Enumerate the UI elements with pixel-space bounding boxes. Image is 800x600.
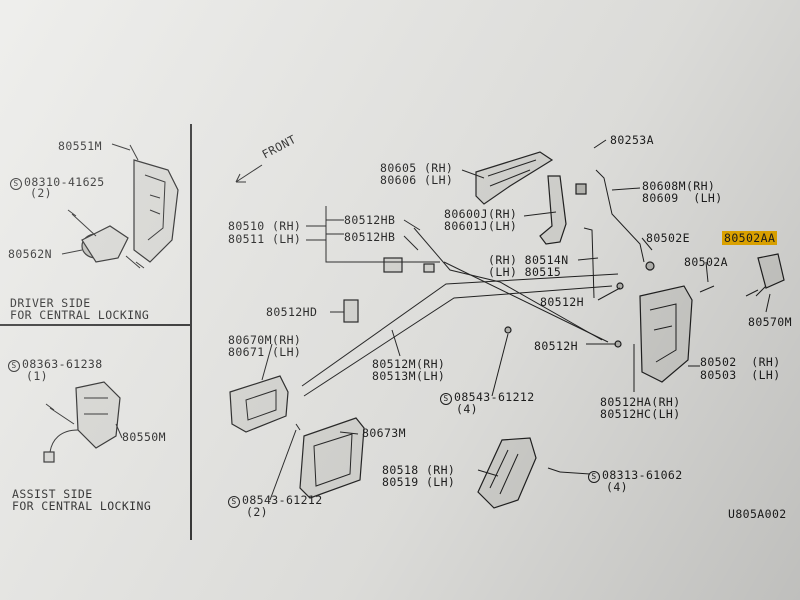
door-lock-icon [639, 261, 693, 383]
label-80511: 80511 (LH) [228, 232, 302, 246]
label-80671: 80671 (LH) [228, 345, 302, 359]
assist-actuator-icon [43, 381, 123, 463]
screw-mark-icon: S [10, 178, 22, 190]
driver-actuator-icon [67, 144, 179, 269]
label-08543-a-qty: (4) [456, 402, 478, 416]
label-80519: 80519 (LH) [382, 475, 456, 489]
label-80518: 80518 (RH) [382, 463, 456, 477]
label-80512m: 80512M(RH) [372, 357, 446, 371]
diagram-code: U805A002 [728, 507, 787, 521]
assist-side-title: ASSIST SIDE [12, 487, 93, 501]
inside-handle-icon [229, 375, 289, 433]
rod-80512m [301, 273, 619, 387]
label-80502a: 80502A [684, 255, 728, 269]
screw-mark-icon: S [440, 393, 452, 405]
label-80608m: 80608M(RH) [642, 179, 716, 193]
label-08310-qty: (2) [30, 186, 52, 200]
label-80512hb-1: 80512HB [344, 213, 396, 227]
clip-80512hd [343, 299, 359, 323]
handle-frame-icon [477, 437, 561, 509]
screw-mark-icon: S [228, 496, 240, 508]
label-80606: 80606 (LH) [380, 173, 454, 187]
label-80601j: 80601J(LH) [444, 219, 518, 233]
label-80550m: 80550M [122, 430, 166, 444]
label-80515: (LH) 80515 [488, 265, 562, 279]
label-80512ha: 80512HA(RH) [600, 395, 681, 409]
label-80673m: 80673M [362, 426, 406, 440]
label-80562n: 80562N [8, 247, 52, 261]
screw-mark-icon: S [8, 360, 20, 372]
label-80670m: 80670M(RH) [228, 333, 302, 347]
clip-80512hb [383, 257, 403, 273]
outside-handle-icon [475, 151, 554, 205]
handle-bracket-icon [539, 175, 567, 245]
front-arrow-icon [235, 164, 263, 183]
label-80600j: 80600J(RH) [444, 207, 518, 221]
label-80512hb-2: 80512HB [344, 230, 396, 244]
assist-side-subtitle: FOR CENTRAL LOCKING [12, 499, 152, 513]
label-80514n: (RH) 80514N [488, 253, 569, 267]
label-80512hc: 80512HC(LH) [600, 407, 681, 421]
driver-side-subtitle: FOR CENTRAL LOCKING [10, 308, 150, 322]
label-08363-qty: (1) [26, 369, 48, 383]
divider-vertical [190, 124, 192, 540]
divider-horizontal [0, 324, 190, 326]
label-80609: 80609 (LH) [642, 191, 723, 205]
label-80503: 80503 (LH) [700, 368, 781, 382]
driver-side-title: DRIVER SIDE [10, 296, 91, 310]
rod-80608m [595, 169, 645, 263]
screw-mark-icon: S [588, 471, 600, 483]
label-80551m: 80551M [58, 139, 102, 153]
label-80512h-2: 80512H [534, 339, 578, 353]
label-80512h-1: 80512H [540, 295, 584, 309]
label-80253a: 80253A [610, 133, 654, 147]
label-80502: 80502 (RH) [700, 355, 781, 369]
label-80570m: 80570M [748, 315, 792, 329]
escutcheon-icon [299, 417, 365, 499]
label-80502e: 80502E [646, 231, 690, 245]
label-08543-b-qty: (2) [246, 505, 268, 519]
bolt-icon [699, 285, 715, 293]
label-80510: 80510 (RH) [228, 219, 302, 233]
label-80502aa: 80502AA [722, 231, 778, 245]
label-08313-qty: (4) [606, 480, 628, 494]
clip-icon [575, 183, 587, 195]
label-80512hd: 80512HD [266, 305, 318, 319]
striker-icon [745, 253, 785, 297]
label-80605: 80605 (RH) [380, 161, 454, 175]
label-80513m: 80513M(LH) [372, 369, 446, 383]
